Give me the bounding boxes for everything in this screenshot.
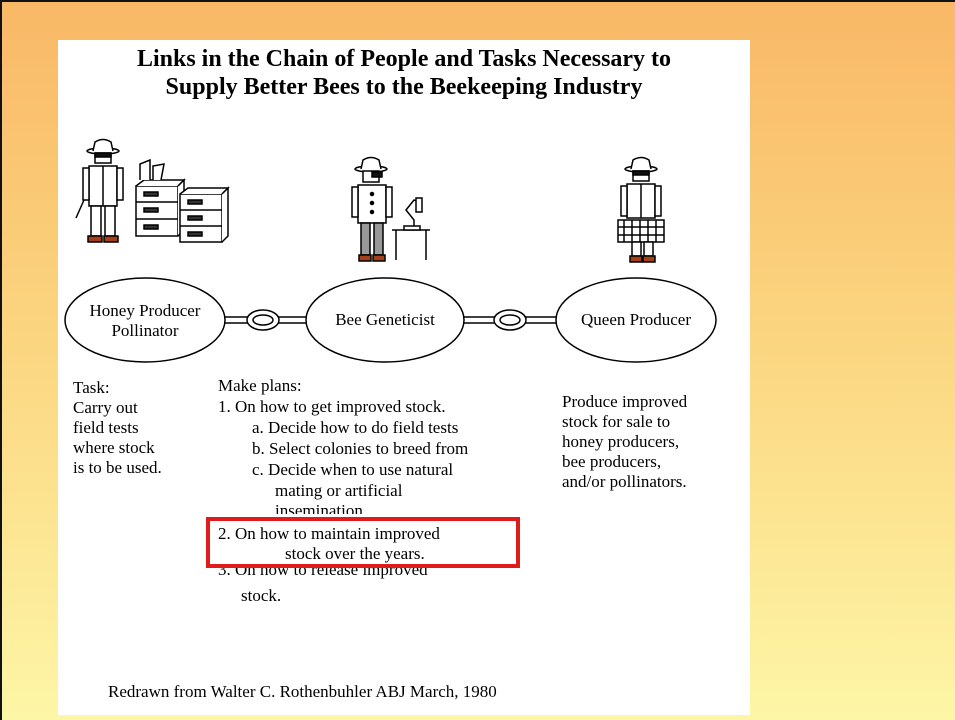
slide-title-line2: Supply Better Bees to the Beekeeping Ind… [165, 74, 643, 100]
plan-item-3: 3. On how to release improved [218, 566, 428, 580]
honey-task-line: is to be used. [73, 458, 162, 477]
queen-producer-node: Queen Producer [581, 310, 691, 329]
plan-item-1a: a. Decide how to do field tests [252, 418, 459, 437]
bee-geneticist-node: Bee Geneticist [335, 310, 435, 329]
source-credit: Redrawn from Walter C. Rothenbuhler ABJ … [108, 682, 497, 701]
chain-links [225, 309, 556, 331]
plan-item-2-cont: stock over the years. [285, 544, 425, 563]
plan-item-1b: b. Select colonies to breed from [252, 439, 469, 458]
plan-item-3-cont: stock. [241, 586, 282, 605]
plan-item-1c-cont2: insemination [275, 501, 363, 514]
queen-task-line: bee producers, [562, 452, 662, 471]
queen-producer-figure [617, 156, 665, 263]
bee-geneticist-node-shape [305, 277, 465, 363]
honey-producer-node-shape [64, 277, 226, 363]
slide-title-line1: Links in the Chain of People and Tasks N… [136, 46, 672, 72]
queen-task-line: stock for sale to [562, 412, 671, 431]
honey-task-line: field tests [73, 418, 139, 437]
honey-producer-node: Honey Producer Pollinator [65, 301, 225, 341]
plan-item-3-text: 3. On how to release improved [218, 566, 428, 579]
honey-task-line: Task: [73, 378, 110, 397]
plans-heading: Make plans: [218, 376, 302, 395]
honey-task-line: Carry out [73, 398, 138, 417]
plan-item-1: 1. On how to get improved stock. [218, 397, 446, 416]
queen-producer-node-shape [555, 277, 717, 363]
plan-item-1c: c. Decide when to use natural [252, 460, 454, 479]
honey-task-line: where stock [73, 438, 155, 457]
pollinator-label: Pollinator [111, 321, 179, 340]
slide-content: Links in the Chain of People and Tasks N… [58, 40, 750, 715]
node-ellipses [64, 277, 717, 363]
queen-task-line: honey producers, [562, 432, 680, 451]
highlight-box [206, 517, 520, 568]
beekeeper-figure [75, 138, 124, 243]
hive-stacks [135, 158, 230, 243]
queen-task-line: Produce improved [562, 392, 688, 411]
plan-item-2: 2. On how to maintain improved [218, 524, 440, 543]
queen-task-line: and/or pollinators. [562, 472, 687, 491]
queen-task-text: Produce improved stock for sale to honey… [562, 392, 687, 492]
geneticist-figure [351, 156, 430, 262]
plan-item-1c-cont: mating or artificial [275, 481, 403, 500]
honey-producer-label: Honey Producer [89, 301, 201, 320]
honey-task-text: Task: Carry out field tests where stock … [73, 378, 162, 478]
diagram-art [64, 138, 717, 363]
